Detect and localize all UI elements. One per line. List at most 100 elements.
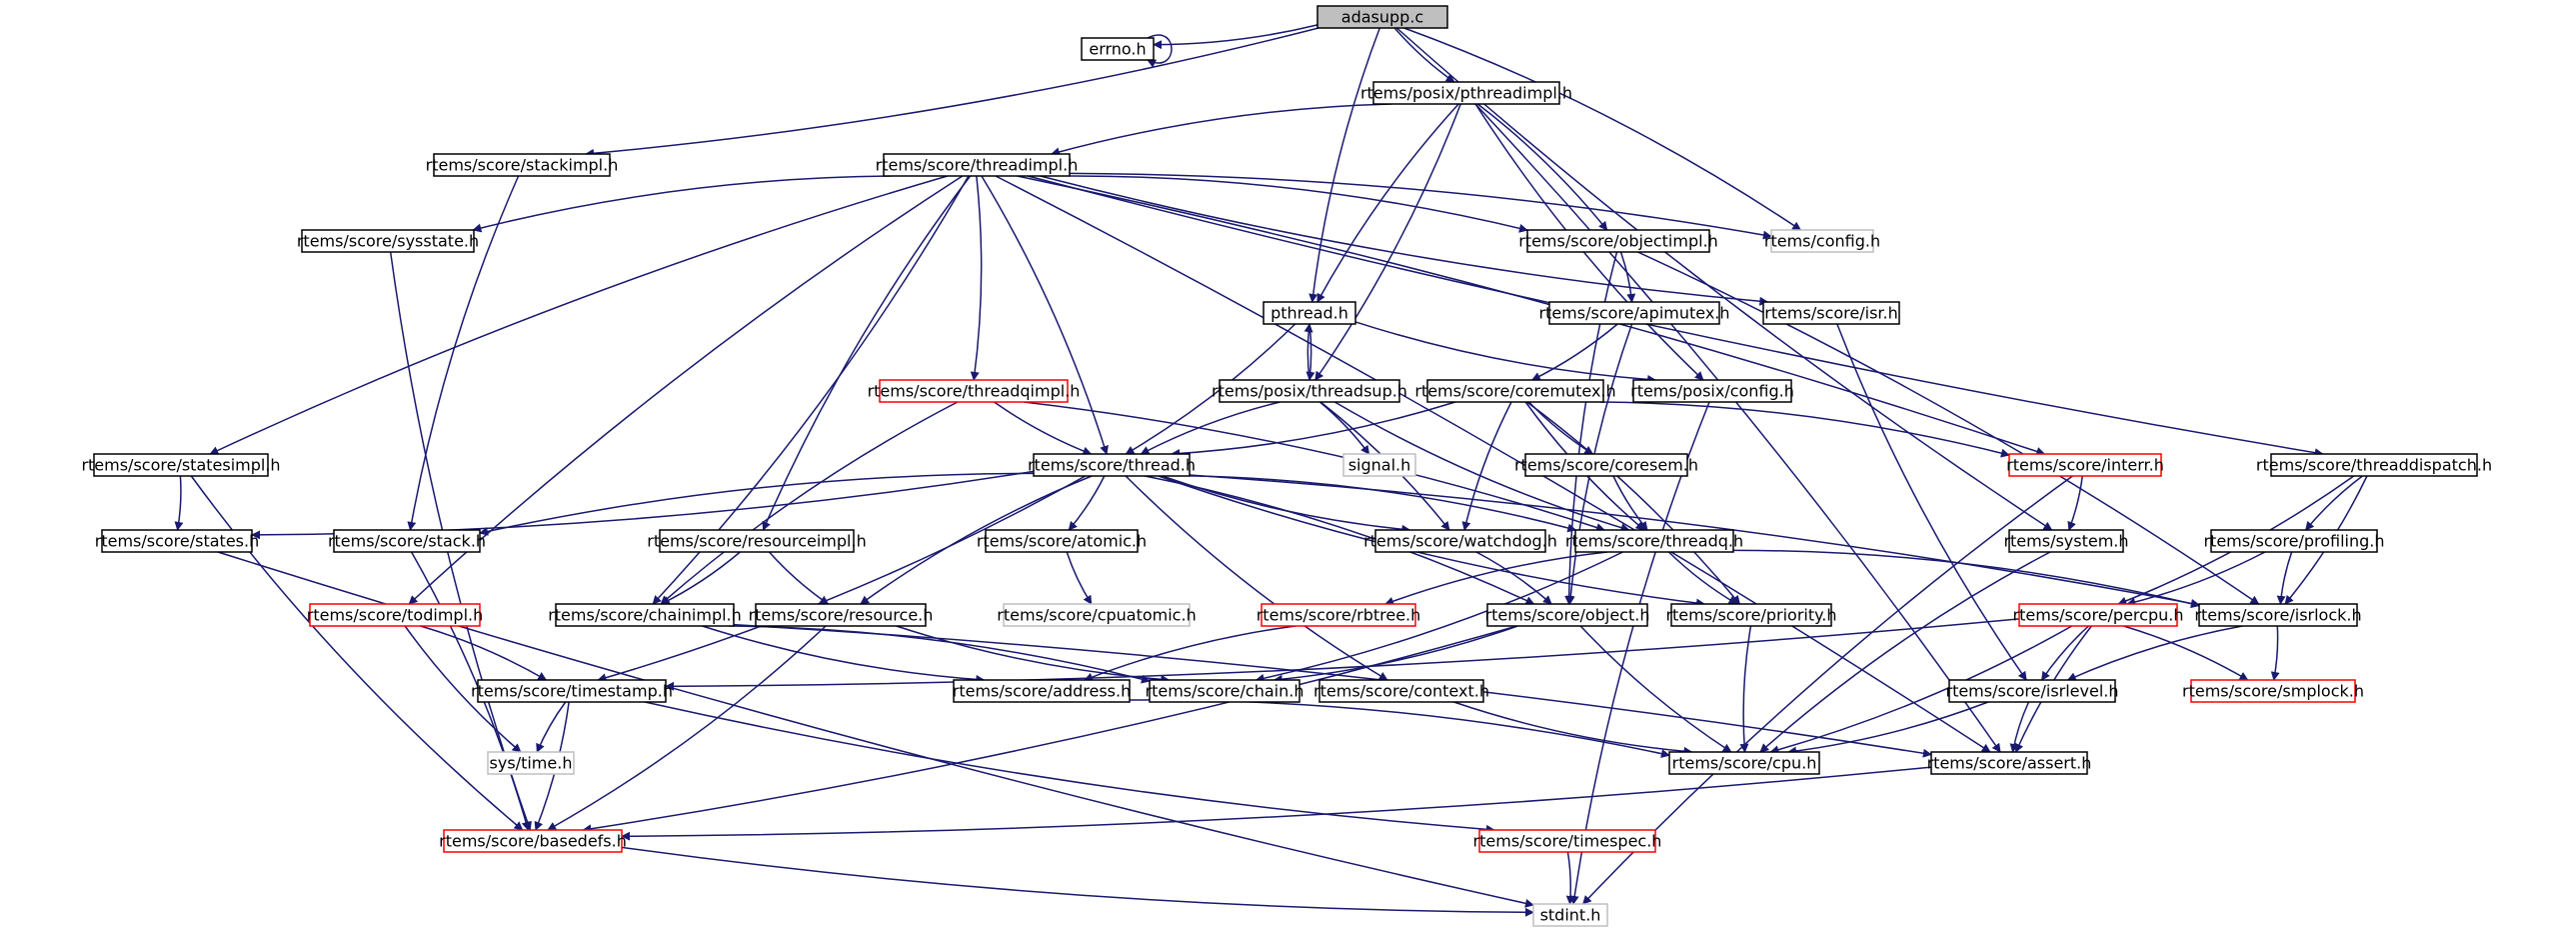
node-label-isrlevel: rtems/score/isrlevel.h <box>1945 682 2118 701</box>
edge-thread-to-watchdog <box>1162 475 1411 534</box>
header-nodes: adasupp.c errno.h rtems/posix/pthreadimpl.… <box>81 5 2492 927</box>
node-atomic[interactable]: rtems/score/atomic.h <box>977 529 1147 553</box>
node-label-chain: rtems/score/chain.h <box>1146 682 1304 701</box>
edge-threadimpl-to-thread <box>981 175 1109 455</box>
node-coremutex[interactable]: rtems/score/coremutex.h <box>1414 379 1616 403</box>
node-cpu[interactable]: rtems/score/cpu.h <box>1668 751 1820 775</box>
node-coresem[interactable]: rtems/score/coresem.h <box>1514 453 1698 477</box>
node-sysstate[interactable]: rtems/score/sysstate.h <box>297 229 479 253</box>
node-box-stackimpl <box>433 153 611 177</box>
node-pthread[interactable]: pthread.h <box>1263 301 1356 325</box>
edge-threadimpl-to-sysstate <box>472 175 892 233</box>
node-posixconfig[interactable]: rtems/posix/config.h <box>1630 379 1794 403</box>
edge-thread-to-priority <box>1158 475 1705 608</box>
edge-adasupp-to-stackimpl <box>585 27 1319 158</box>
node-box-assert <box>1930 751 2088 775</box>
node-label-isrlock: rtems/score/isrlock.h <box>2194 606 2361 625</box>
edge-pthreadimpl-to-assert <box>1474 103 2001 753</box>
node-label-sysstate: rtems/score/sysstate.h <box>297 232 479 251</box>
node-pthreadimpl[interactable]: rtems/posix/pthreadimpl.h <box>1360 81 1572 105</box>
node-label-coremutex: rtems/score/coremutex.h <box>1414 382 1615 401</box>
node-threadq[interactable]: rtems/score/threadq.h <box>1565 529 1743 553</box>
node-box-statesimpl <box>93 453 269 477</box>
node-profiling[interactable]: rtems/score/profiling.h <box>2203 529 2385 553</box>
node-label-threadsup: rtems/posix/threadsup.h <box>1212 382 1407 401</box>
edge-profiling-to-percpu <box>2126 551 2266 607</box>
edge-threadqimpl-to-thread <box>994 401 1093 456</box>
node-objectimpl[interactable]: rtems/score/objectimpl.h <box>1518 229 1718 253</box>
edge-threadimpl-to-isr <box>1040 175 1769 306</box>
node-label-coresem: rtems/score/coresem.h <box>1514 456 1698 475</box>
node-assert[interactable]: rtems/score/assert.h <box>1927 751 2092 775</box>
node-threadimpl[interactable]: rtems/score/threadimpl.h <box>876 153 1079 177</box>
node-box-apimutex <box>1548 301 1720 325</box>
edge-thread-to-isrlock <box>1189 474 2200 608</box>
node-thread[interactable]: rtems/score/thread.h <box>1028 453 1196 477</box>
node-statesimpl[interactable]: rtems/score/statesimpl.h <box>81 453 281 477</box>
node-label-rbtree: rtems/score/rbtree.h <box>1257 606 1421 625</box>
node-box-objectimpl <box>1526 229 1710 253</box>
node-box-stdint <box>1532 903 1608 927</box>
node-basedefs[interactable]: rtems/score/basedefs.h <box>439 829 627 853</box>
node-label-objectimpl: rtems/score/objectimpl.h <box>1518 232 1718 251</box>
node-stackimpl[interactable]: rtems/score/stackimpl.h <box>426 153 619 177</box>
edge-isrlevel-to-cpu <box>1787 701 1989 756</box>
edge-timespec-to-stdint <box>1565 851 1575 905</box>
edge-coremutex-to-priority <box>1526 401 1740 605</box>
node-states[interactable]: rtems/score/states.h <box>95 529 259 553</box>
node-percpu[interactable]: rtems/score/percpu.h <box>2013 603 2184 627</box>
edge-threadq-to-rbtree <box>1384 551 1608 606</box>
node-threadqimpl[interactable]: rtems/score/threadqimpl.h <box>868 379 1081 403</box>
node-smplock[interactable]: rtems/score/smplock.h <box>2182 679 2364 703</box>
edge-resource-to-chain <box>896 625 1171 684</box>
edge-isrlock-to-isrlevel <box>2066 625 2243 681</box>
edge-objectimpl-to-isrlock <box>1637 251 2260 605</box>
edge-threadq-to-chain <box>1255 551 1623 683</box>
node-box-watchdog <box>1374 529 1546 553</box>
node-chain[interactable]: rtems/score/chain.h <box>1146 679 1304 703</box>
node-label-posixconfig: rtems/posix/config.h <box>1630 382 1794 401</box>
node-apimutex[interactable]: rtems/score/apimutex.h <box>1538 301 1730 325</box>
edge-adasupp-to-pthreadimpl <box>1393 27 1455 83</box>
node-isrlevel[interactable]: rtems/score/isrlevel.h <box>1945 679 2119 703</box>
node-timespec[interactable]: rtems/score/timespec.h <box>1473 829 1662 853</box>
node-resource[interactable]: rtems/score/resource.h <box>749 603 934 627</box>
edge-threadimpl-to-resourceimpl <box>762 175 972 531</box>
edge-coremutex-to-coresem <box>1527 401 1594 455</box>
edge-pthread-to-thread <box>1125 323 1296 455</box>
node-address[interactable]: rtems/score/address.h <box>953 679 1131 703</box>
node-isrlock[interactable]: rtems/score/isrlock.h <box>2194 603 2362 627</box>
node-label-chainimpl: rtems/score/chainimpl.h <box>548 606 742 625</box>
edge-threadq-to-priority <box>1667 551 1738 605</box>
node-todimpl[interactable]: rtems/score/todimpl.h <box>307 603 483 627</box>
node-watchdog[interactable]: rtems/score/watchdog.h <box>1363 529 1557 553</box>
node-label-percpu: rtems/score/percpu.h <box>2013 606 2184 625</box>
node-interr[interactable]: rtems/score/interr.h <box>2006 453 2164 477</box>
edge-adasupp-to-config <box>1403 27 1802 231</box>
node-context[interactable]: rtems/score/context.h <box>1313 679 1489 703</box>
node-isr[interactable]: rtems/score/isr.h <box>1762 301 1900 325</box>
node-label-basedefs: rtems/score/basedefs.h <box>439 832 627 851</box>
node-stack[interactable]: rtems/score/stack.h <box>328 529 486 553</box>
node-threaddispatch[interactable]: rtems/score/threaddispatch.h <box>2256 453 2492 477</box>
node-errno[interactable]: errno.h <box>1081 37 1155 61</box>
node-label-timespec: rtems/score/timespec.h <box>1473 832 1662 851</box>
node-priority[interactable]: rtems/score/priority.h <box>1665 603 1837 627</box>
edge-context-to-cpu <box>1453 701 1693 756</box>
node-rbtree[interactable]: rtems/score/rbtree.h <box>1257 603 1421 627</box>
node-label-timestamp: rtems/score/timestamp.h <box>471 682 673 701</box>
edge-thread-to-stack <box>479 472 1035 536</box>
node-system[interactable]: rtems/system.h <box>2003 529 2129 553</box>
node-adasupp[interactable]: adasupp.c <box>1316 5 1448 29</box>
node-box-smplock <box>2190 679 2356 703</box>
node-timestamp[interactable]: rtems/score/timestamp.h <box>471 679 673 703</box>
node-object[interactable]: rtems/score/object.h <box>1485 603 1650 627</box>
node-chainimpl[interactable]: rtems/score/chainimpl.h <box>548 603 742 627</box>
node-resourceimpl[interactable]: rtems/score/resourceimpl.h <box>647 529 867 553</box>
edge-threadsup-to-thread <box>1140 401 1281 455</box>
node-box-resourceimpl <box>659 529 855 553</box>
edge-threadimpl-to-config <box>1069 172 1772 240</box>
edge-isrlevel-to-assert <box>2009 701 2030 753</box>
node-threadsup[interactable]: rtems/posix/threadsup.h <box>1212 379 1407 403</box>
